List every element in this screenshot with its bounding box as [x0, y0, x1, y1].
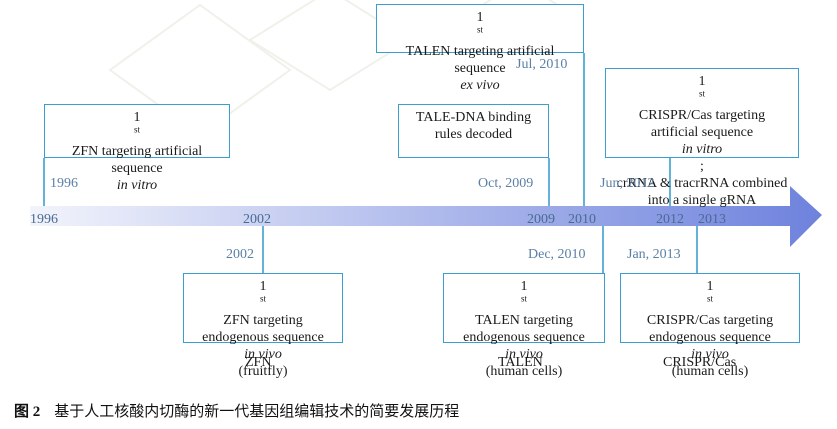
figure-caption: 图 2 基于人工核酸内切酶的新一代基因组编辑技术的简要发展历程 — [14, 400, 459, 421]
figure-number: 图 2 — [14, 404, 41, 420]
axis-year-2002: 2002 — [243, 212, 271, 227]
axis-year-2012: 2012 — [656, 212, 684, 227]
axis-year-2010: 2010 — [568, 212, 596, 227]
figure-caption-text: 基于人工核酸内切酶的新一代基因组编辑技术的简要发展历程 — [54, 402, 460, 420]
axis-year-2013: 2013 — [698, 212, 726, 227]
date-2002: 2002 — [226, 247, 254, 262]
date-jul-2010: Jul, 2010 — [516, 57, 568, 72]
date-jan-2013: Jan, 2013 — [627, 247, 681, 262]
date-oct-2009: Oct, 2009 — [478, 176, 534, 191]
timeline-arrow — [30, 186, 822, 247]
date-jun-2012: Jun, 2012 — [600, 176, 655, 191]
date-1996: 1996 — [50, 176, 78, 191]
date-dec-2010: Dec, 2010 — [528, 247, 586, 262]
axis-year-2009: 2009 — [527, 212, 555, 227]
category-label-crispr: CRISPR/Cas — [663, 355, 737, 370]
connector-lines — [43, 53, 698, 273]
category-label-zfn: ZFN — [245, 355, 272, 370]
category-label-talen: TALEN — [498, 355, 543, 370]
axis-year-1996: 1996 — [30, 212, 58, 227]
event-box-tale-2009: TALE-DNA binding rules decoded — [398, 104, 549, 158]
